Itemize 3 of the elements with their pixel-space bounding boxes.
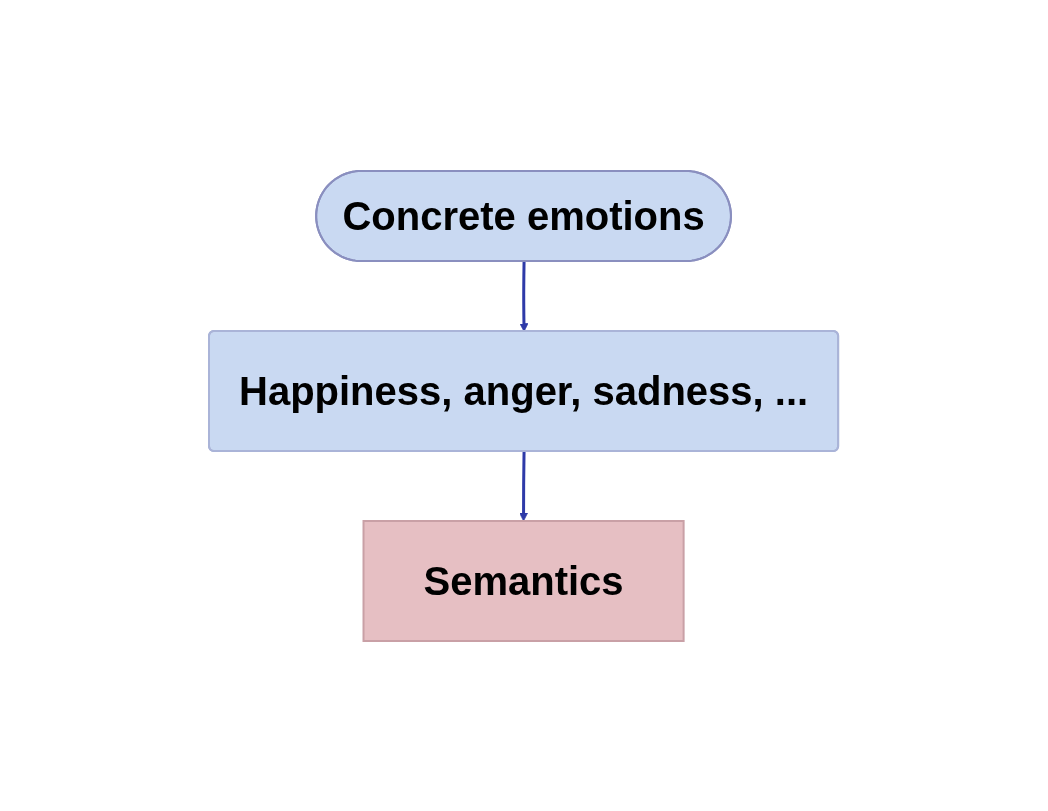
node-box: Semantics bbox=[362, 519, 686, 642]
arrow bbox=[519, 450, 529, 521]
arrow bbox=[520, 260, 529, 332]
